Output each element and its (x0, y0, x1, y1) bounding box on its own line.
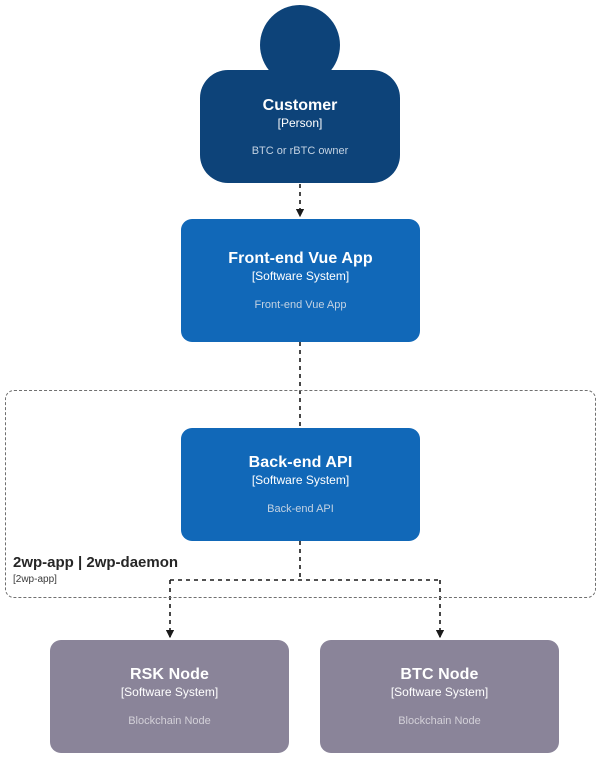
rsk-node-type: [Software System] (120, 685, 219, 699)
node-backend-api[interactable]: Back-end API [Software System] Back-end … (181, 428, 420, 541)
node-customer[interactable]: Customer [Person] BTC or rBTC owner (200, 5, 400, 183)
btc-node-title: BTC Node (400, 666, 479, 683)
rsk-node-description: Blockchain Node (128, 715, 211, 727)
boundary-title: 2wp-app | 2wp-daemon (13, 554, 179, 571)
frontend-description: Front-end Vue App (254, 299, 347, 311)
frontend-title: Front-end Vue App (228, 250, 373, 267)
backend-title: Back-end API (248, 454, 353, 471)
person-body: Customer [Person] BTC or rBTC owner (200, 70, 400, 183)
backend-description: Back-end API (267, 503, 334, 515)
btc-node-description: Blockchain Node (398, 715, 481, 727)
node-btc-node[interactable]: BTC Node [Software System] Blockchain No… (320, 640, 559, 753)
backend-type: [Software System] (251, 473, 350, 487)
node-rsk-node[interactable]: RSK Node [Software System] Blockchain No… (50, 640, 289, 753)
frontend-type: [Software System] (251, 269, 350, 283)
customer-type: [Person] (277, 115, 323, 130)
btc-node-type: [Software System] (390, 685, 489, 699)
boundary-label: 2wp-app | 2wp-daemon [2wp-app] (13, 554, 178, 586)
node-frontend-vue-app[interactable]: Front-end Vue App [Software System] Fron… (181, 219, 420, 342)
boundary-type: [2wp-app] (13, 574, 57, 585)
customer-description: BTC or rBTC owner (251, 144, 349, 157)
customer-title: Customer (262, 96, 338, 114)
rsk-node-title: RSK Node (129, 666, 210, 683)
